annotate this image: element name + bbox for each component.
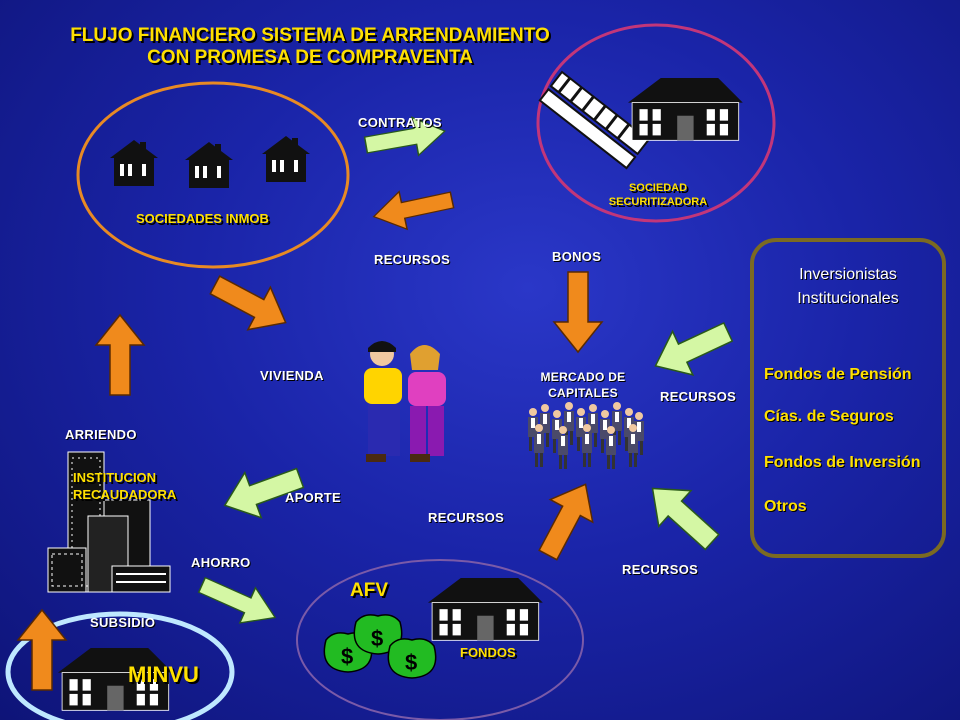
recursos-label-top: RECURSOS bbox=[374, 252, 451, 267]
institucion-label-line-2: RECAUDADORA bbox=[73, 487, 177, 502]
contratos-label: CONTRATOS bbox=[358, 115, 442, 130]
bonos-arrow bbox=[553, 271, 603, 353]
securitizadora-label-line-1: SOCIEDAD bbox=[628, 182, 688, 194]
institucion-label-line-1: INSTITUCION bbox=[73, 470, 157, 485]
svg-text:$: $ bbox=[341, 644, 353, 669]
building-icon bbox=[627, 77, 744, 141]
investors-heading-line-2: Institucionales bbox=[797, 290, 899, 307]
investors-heading-line-1: Inversionistas bbox=[799, 266, 897, 283]
minvu-ellipse bbox=[5, 611, 235, 720]
recursos-label-investors: RECURSOS bbox=[660, 389, 737, 404]
sociedades-label: SOCIEDADES INMOB bbox=[136, 211, 269, 226]
ahorro-arrow bbox=[193, 566, 284, 636]
recursos-arrow-from-investors bbox=[644, 309, 739, 389]
institucion-label: INSTITUCION RECAUDADORA bbox=[73, 469, 176, 503]
investor-item: Cías. de Seguros bbox=[764, 408, 894, 425]
mercado-label: MERCADO DE CAPITALES bbox=[525, 369, 641, 401]
securitizadora-label: SOCIEDAD SECURITIZADORA bbox=[600, 181, 716, 209]
recursos-arrow-to-mercado bbox=[526, 472, 608, 568]
vivienda-arrow bbox=[202, 263, 298, 345]
title-line-1: FLUJO FINANCIERO SISTEMA DE ARRENDAMIENT… bbox=[70, 25, 550, 46]
arriendo-label: ARRIENDO bbox=[65, 427, 137, 442]
vivienda-label: VIVIENDA bbox=[260, 368, 324, 383]
investor-item: Fondos de Inversión bbox=[764, 454, 921, 471]
afv-label: AFV bbox=[350, 580, 388, 601]
mercado-label-line-1: MERCADO DE bbox=[540, 370, 626, 384]
aporte-label: APORTE bbox=[285, 490, 341, 505]
afv-ellipse bbox=[296, 559, 584, 720]
ahorro-label: AHORRO bbox=[191, 555, 251, 570]
recursos-arrow-from-fondos bbox=[635, 469, 729, 561]
fondos-house-icon bbox=[427, 577, 544, 641]
subsidio-label: SUBSIDIO bbox=[90, 615, 156, 630]
buildings-icon bbox=[47, 451, 171, 593]
money-bag-icon: $ bbox=[353, 614, 403, 655]
documents-icon bbox=[538, 70, 651, 170]
minvu-label: MINVU bbox=[128, 662, 199, 687]
investor-item: Fondos de Pensión bbox=[764, 366, 912, 383]
recursos-arrow-to-sociedades bbox=[369, 180, 457, 237]
diagram-title: FLUJO FINANCIERO SISTEMA DE ARRENDAMIENT… bbox=[0, 25, 620, 69]
recursos-label-bottom: RECURSOS bbox=[622, 562, 699, 577]
svg-text:$: $ bbox=[405, 650, 417, 675]
recursos-label-mid: RECURSOS bbox=[428, 510, 505, 525]
securitizadora-ellipse bbox=[536, 23, 776, 223]
title-line-2: CON PROMESA DE COMPRAVENTA bbox=[147, 47, 473, 68]
house-icon bbox=[185, 142, 233, 188]
investors-box: Inversionistas Institucionales Fondos de… bbox=[750, 238, 946, 558]
couple-icon bbox=[364, 341, 446, 462]
house-icon bbox=[262, 136, 310, 182]
securitizadora-label-line-2: SECURITIZADORA bbox=[608, 196, 708, 208]
money-bag-icon: $ bbox=[387, 638, 437, 679]
investor-item: Otros bbox=[764, 498, 807, 515]
house-icon bbox=[110, 140, 158, 186]
sociedades-ellipse bbox=[76, 81, 350, 269]
bonos-label: BONOS bbox=[552, 249, 602, 264]
arriendo-arrow bbox=[95, 314, 145, 396]
mercado-label-line-2: CAPITALES bbox=[548, 386, 618, 400]
fondos-label: FONDOS bbox=[460, 645, 516, 660]
svg-text:$: $ bbox=[371, 626, 383, 651]
investors-crowd-icon bbox=[528, 402, 644, 469]
